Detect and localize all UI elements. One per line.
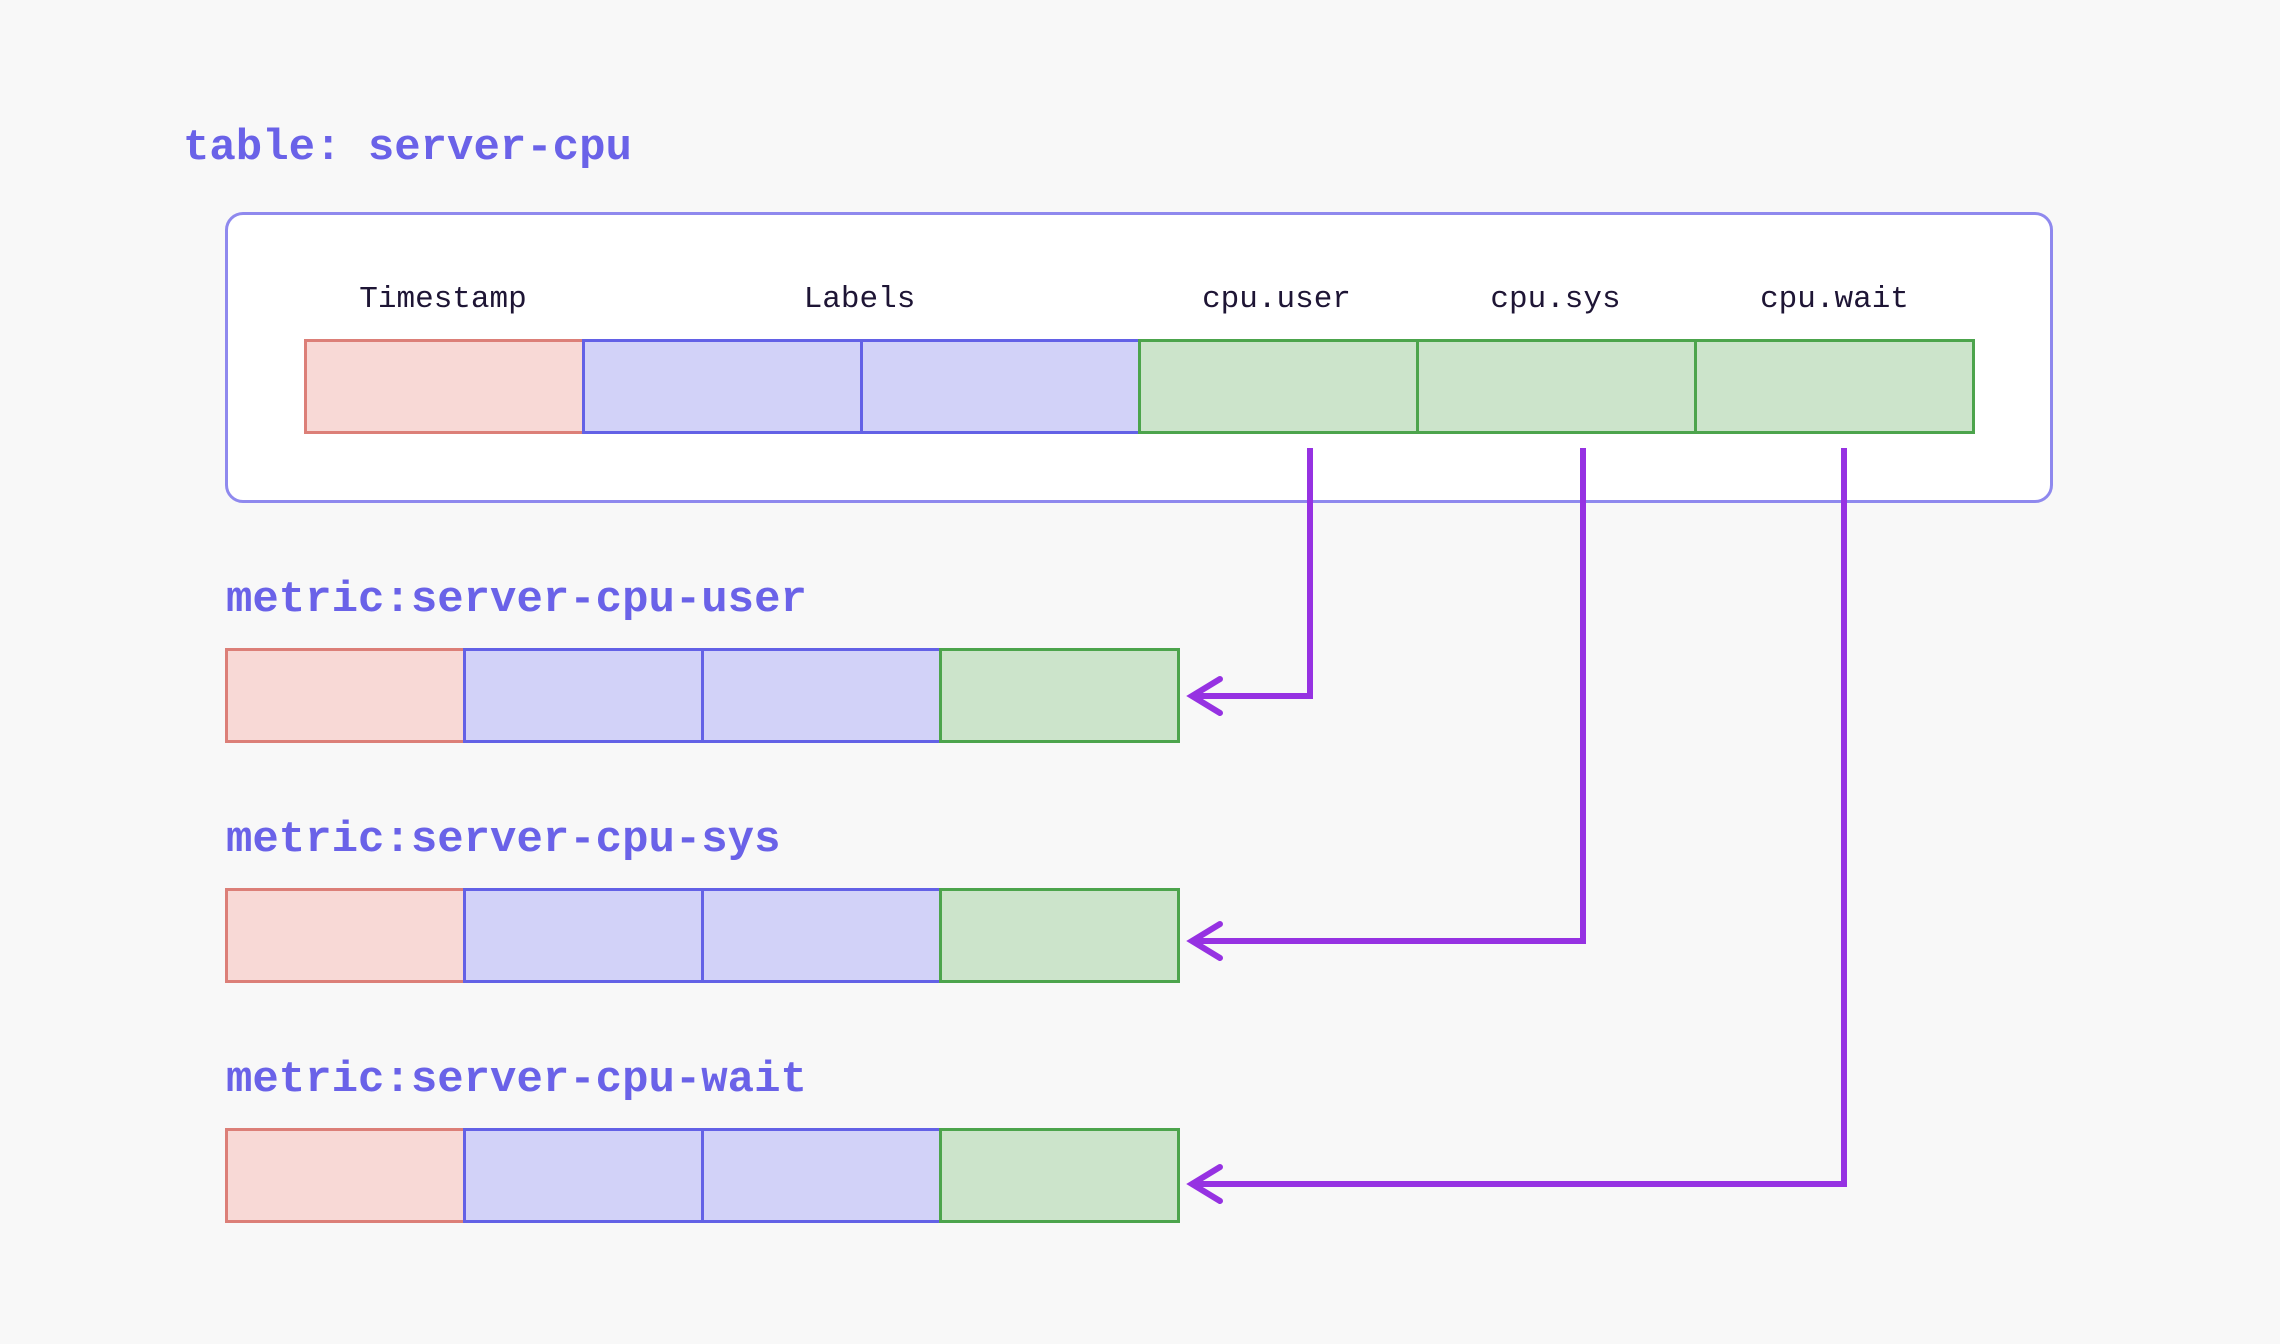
metric-cell-label-2 — [701, 888, 942, 983]
table-row — [304, 339, 1975, 434]
table-cell-timestamp — [304, 339, 585, 434]
metric-cell-timestamp — [225, 1128, 466, 1223]
metric-cell-value — [939, 648, 1180, 743]
metric-cell-value — [939, 888, 1180, 983]
metric-title-cpu-wait: metric:server-cpu-wait — [226, 1055, 807, 1105]
metric-cell-label-2 — [701, 1128, 942, 1223]
metric-cell-timestamp — [225, 648, 466, 743]
table-cell-cpu-user — [1138, 339, 1419, 434]
column-header-cpu-user: cpu.user — [1202, 282, 1351, 317]
column-header-labels: Labels — [803, 282, 916, 317]
metric-title-cpu-user: metric:server-cpu-user — [226, 575, 807, 625]
arrow-cpu-sys-icon — [1186, 448, 1586, 961]
column-header-cpu-sys: cpu.sys — [1490, 282, 1621, 317]
column-header-cpu-wait: cpu.wait — [1760, 282, 1909, 317]
metric-row-cpu-wait — [225, 1128, 1180, 1223]
metric-cell-timestamp — [225, 888, 466, 983]
table-container: Timestamp Labels cpu.user cpu.sys cpu.wa… — [225, 212, 2053, 503]
table-cell-cpu-sys — [1416, 339, 1697, 434]
column-header-timestamp: Timestamp — [359, 282, 527, 317]
metric-cell-value — [939, 1128, 1180, 1223]
metric-title-cpu-sys: metric:server-cpu-sys — [226, 815, 781, 865]
metric-cell-label-2 — [701, 648, 942, 743]
metric-cell-label-1 — [463, 648, 704, 743]
table-cell-label-1 — [582, 339, 863, 434]
metric-row-cpu-user — [225, 648, 1180, 743]
table-cell-label-2 — [860, 339, 1141, 434]
metric-row-cpu-sys — [225, 888, 1180, 983]
table-cell-cpu-wait — [1694, 339, 1975, 434]
metric-cell-label-1 — [463, 888, 704, 983]
metric-cell-label-1 — [463, 1128, 704, 1223]
arrow-cpu-wait-icon — [1186, 448, 1847, 1204]
table-title: table: server-cpu — [183, 123, 632, 173]
